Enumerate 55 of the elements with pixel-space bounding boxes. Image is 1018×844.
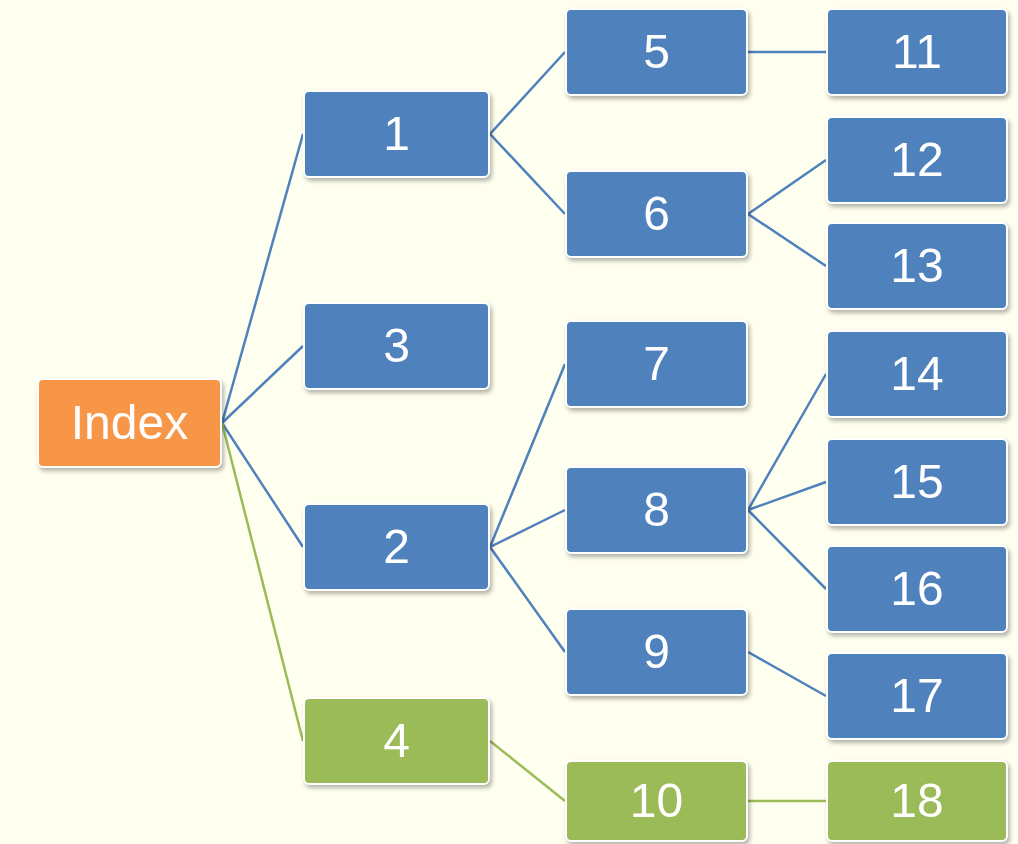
connector-line [746, 373, 828, 511]
node-label: 2 [383, 523, 410, 571]
connector-line [489, 51, 566, 135]
node-label: 4 [383, 717, 410, 765]
node-label: 6 [643, 190, 670, 238]
node-box [303, 503, 490, 591]
node-box [565, 320, 748, 408]
node-box [826, 760, 1008, 842]
node-label: 1 [383, 110, 410, 158]
connector-line [747, 158, 827, 216]
connector-line [747, 480, 827, 512]
connector-line [488, 363, 567, 548]
node-box [565, 8, 748, 96]
node-box [826, 8, 1008, 96]
node-label: 3 [383, 322, 410, 370]
node-box [826, 545, 1008, 633]
connector-line [220, 422, 305, 742]
node-box [565, 608, 748, 696]
connector-line [748, 50, 826, 54]
node-box [826, 330, 1008, 418]
connector-line [747, 509, 827, 590]
node-label: 8 [643, 486, 670, 534]
node-box [303, 697, 490, 785]
connector-line [489, 546, 566, 653]
node-box [303, 90, 490, 178]
node-label: 15 [890, 458, 944, 506]
node-label: 16 [890, 565, 944, 613]
connector-line [747, 650, 827, 698]
connector-line [221, 345, 304, 424]
connector-line [489, 508, 566, 549]
connector-line [747, 212, 827, 268]
node-label: 12 [890, 136, 944, 184]
node-box [37, 378, 222, 468]
connector-line [489, 740, 566, 802]
node-box [826, 652, 1008, 740]
connector-line [489, 133, 566, 215]
node-label: 5 [643, 28, 670, 76]
node-box [826, 438, 1008, 526]
connector-line [748, 799, 826, 803]
node-box [565, 170, 748, 258]
node-label: 10 [629, 777, 684, 825]
node-label: 11 [892, 28, 942, 76]
node-label: 18 [890, 777, 944, 825]
node-box [826, 116, 1008, 204]
node-box [565, 760, 748, 842]
node-label: 7 [643, 340, 670, 388]
node-box [303, 302, 490, 390]
node-box [565, 466, 748, 554]
connector-line [220, 422, 305, 548]
node-label: 14 [890, 350, 944, 398]
node-label: 13 [890, 242, 944, 290]
node-box [826, 222, 1008, 310]
node-label: 9 [643, 628, 670, 676]
node-label: 17 [890, 672, 944, 720]
node-label: Index [70, 399, 189, 447]
